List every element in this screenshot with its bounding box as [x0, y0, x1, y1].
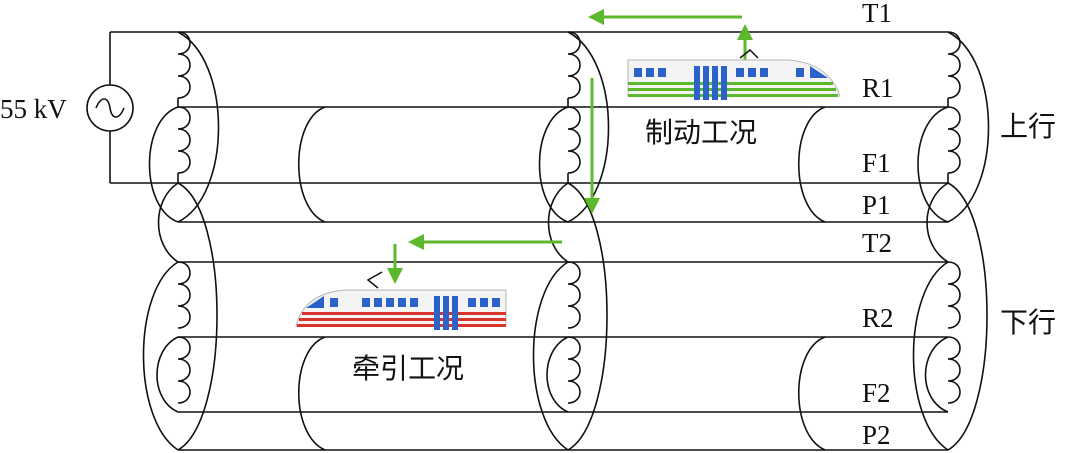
label-r1: R1 [862, 73, 894, 103]
arrowhead-braking-up [737, 24, 753, 40]
current-flow-arrows [387, 9, 753, 284]
coil-mid-r1 [567, 106, 581, 183]
label-p1: P1 [862, 190, 891, 220]
group-label-down: 下行 [1000, 306, 1056, 339]
ac-source-icon [86, 84, 134, 132]
coil-mid-t1 [567, 31, 581, 107]
source-wiring [86, 32, 134, 183]
pantograph-icon [366, 271, 383, 289]
voltage-label: 55 kV [0, 94, 67, 124]
label-p2: P2 [862, 420, 891, 450]
coil-right-t1 [947, 31, 961, 107]
pantograph-icon [739, 48, 759, 59]
coils [177, 31, 961, 404]
coil-right-r1 [947, 106, 961, 183]
arrowhead-t1 [588, 9, 604, 25]
label-f1: F1 [862, 148, 891, 178]
label-r2: R2 [862, 303, 894, 333]
sine-wave-icon [95, 98, 125, 118]
coil-left-t2 [177, 261, 191, 329]
coil-right-r2 [947, 336, 961, 404]
braking-train [627, 48, 841, 100]
mode-label-traction: 牵引工况 [352, 352, 464, 385]
arrowhead-mid-down [584, 198, 600, 214]
coil-left-r2 [177, 336, 191, 404]
traction-train [295, 271, 507, 330]
conductor-lines [110, 31, 948, 451]
group-label-up: 上行 [1000, 110, 1056, 143]
coil-left-t1 [177, 31, 191, 107]
label-t2: T2 [862, 228, 892, 258]
arrowhead-t2 [408, 234, 424, 250]
mode-label-braking: 制动工况 [645, 116, 757, 149]
coil-left-r1 [177, 106, 191, 183]
connection-arcs [142, 31, 990, 451]
label-t1: T1 [862, 0, 892, 28]
coil-mid-t2 [567, 261, 581, 329]
coil-mid-r2 [567, 336, 581, 404]
coil-right-t2 [947, 261, 961, 329]
arrowhead-traction-down [387, 268, 403, 284]
label-f2: F2 [862, 378, 891, 408]
